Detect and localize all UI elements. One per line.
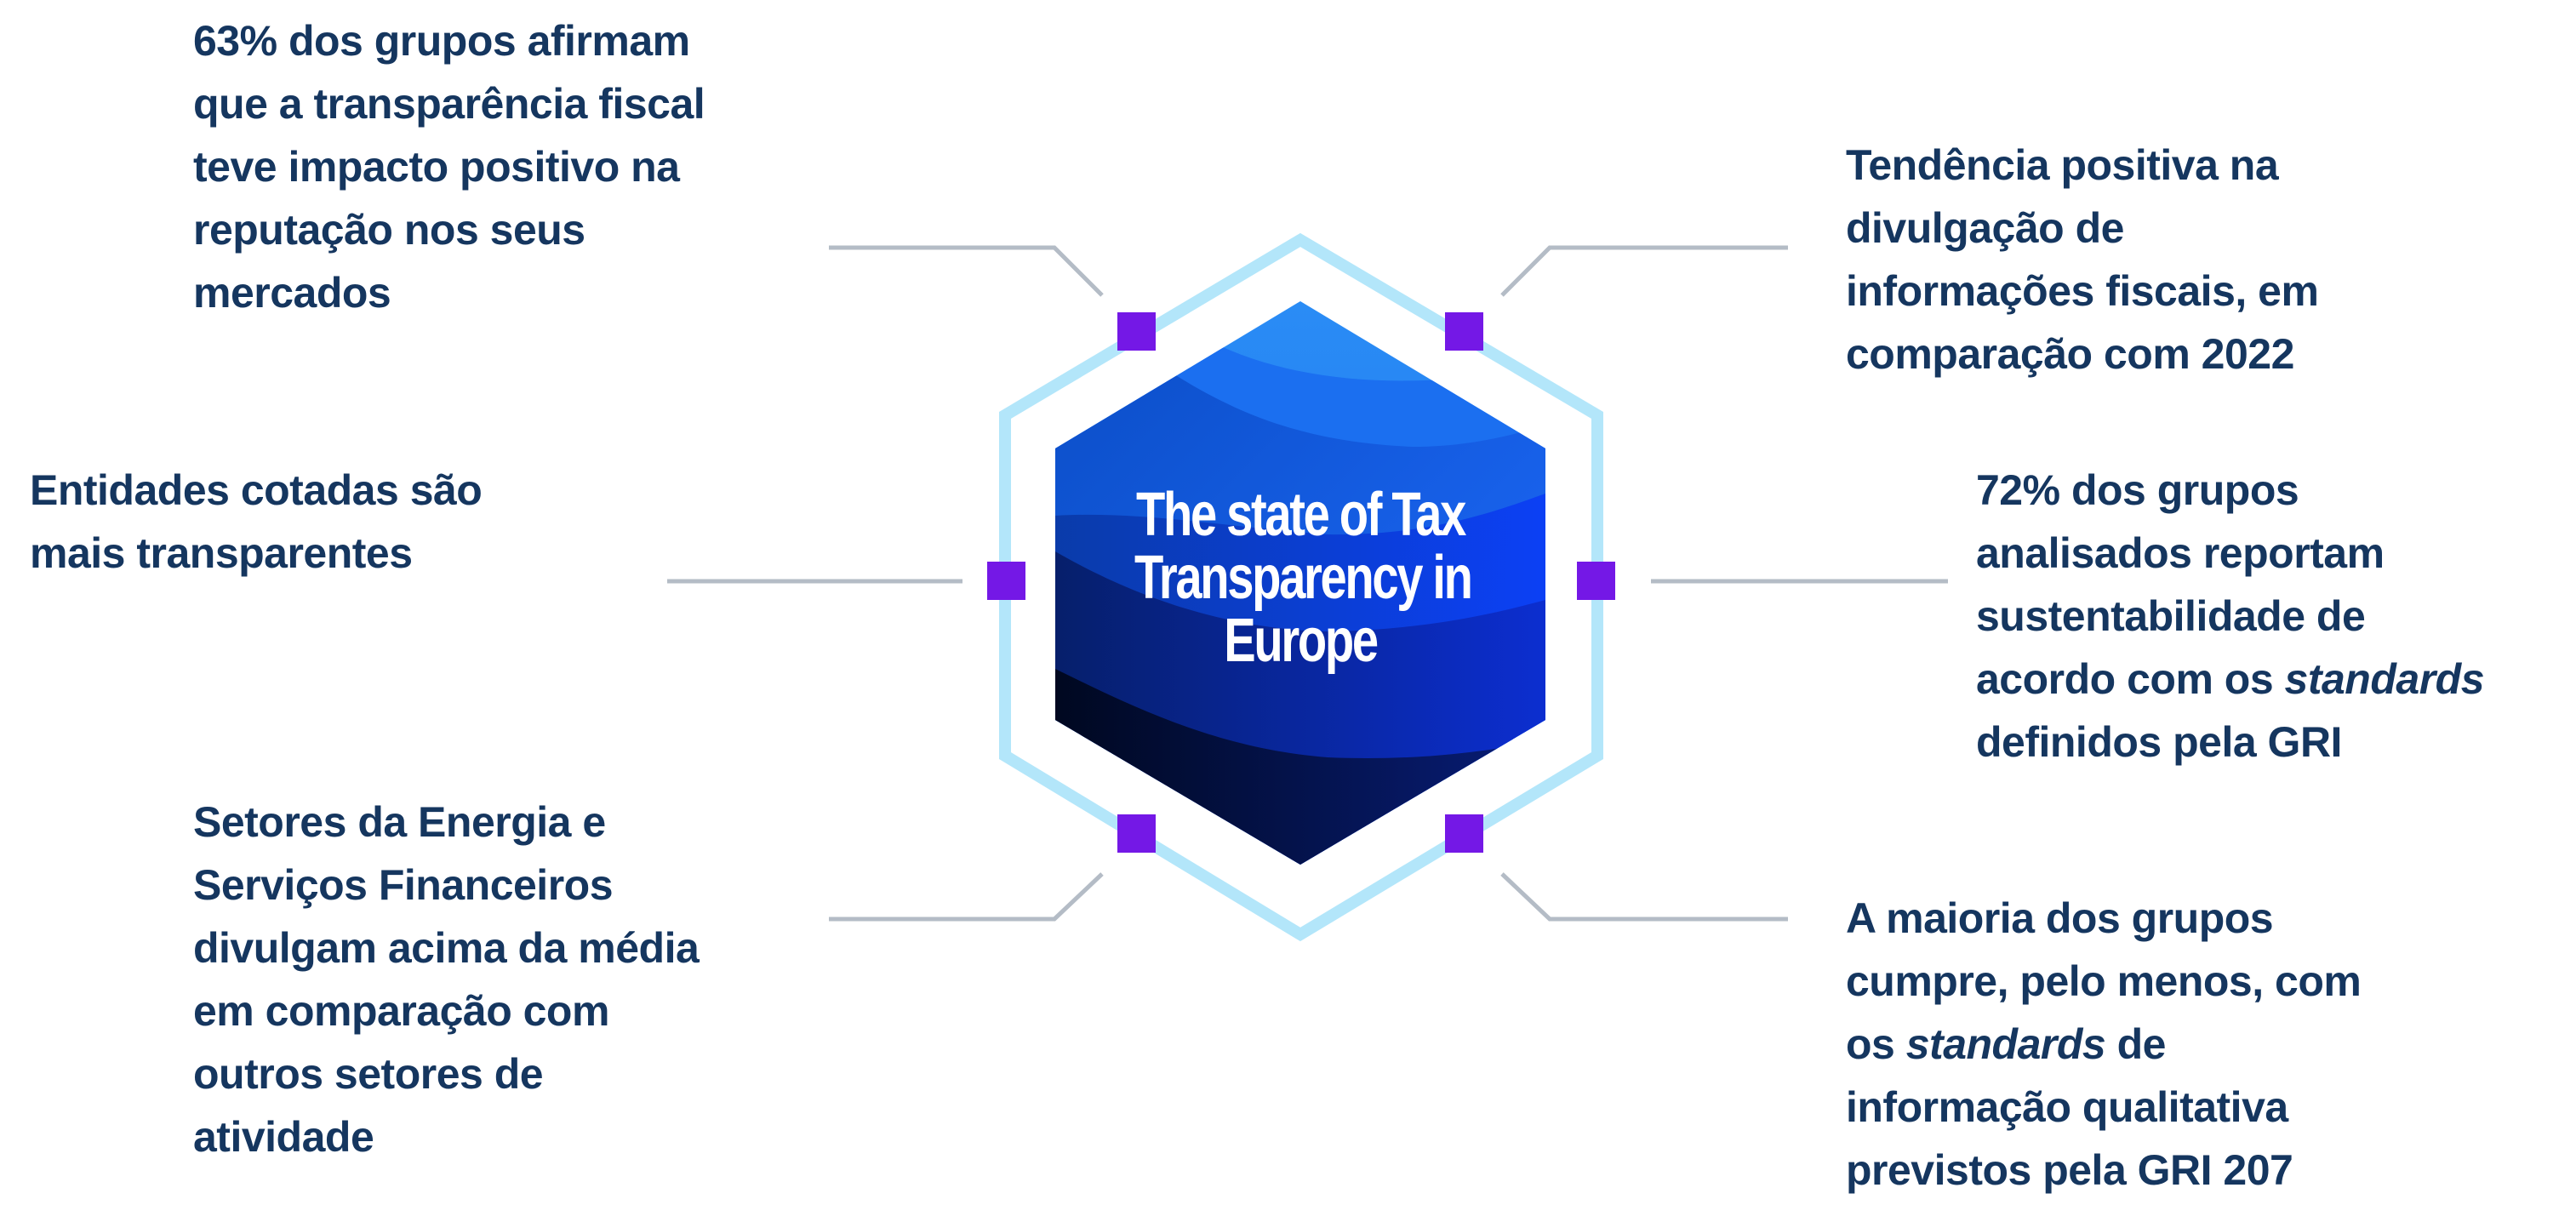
- connector-top-left: [829, 245, 1104, 297]
- callout-line: atividade: [193, 1113, 374, 1161]
- callout-text: de: [2105, 1020, 2167, 1068]
- callout-line: Entidades cotadas são: [30, 466, 483, 514]
- callout-emphasis: standards: [1905, 1020, 2106, 1068]
- callout-top-left: 63% dos grupos afirmam que a transparênc…: [193, 9, 705, 324]
- connector-top-right: [1500, 245, 1788, 297]
- callout-line: outros setores de: [193, 1050, 544, 1098]
- outer-hexagon-outline: [999, 232, 1603, 942]
- callout-line: sustentabilidade de: [1976, 592, 2366, 640]
- connector-bottom-left: [829, 872, 1104, 922]
- marker-top-left: [1117, 312, 1156, 351]
- markers: [987, 312, 1615, 853]
- callout-line: Setores da Energia e: [193, 798, 606, 846]
- callout-top-right: Tendência positiva na divulgação de info…: [1846, 134, 2319, 385]
- callout-line: 72% dos grupos: [1976, 466, 2299, 514]
- marker-middle-right: [1577, 562, 1615, 600]
- callout-line: comparação com 2022: [1846, 330, 2294, 378]
- callout-line: previstos pela GRI 207: [1846, 1146, 2293, 1194]
- callout-line: os standards de: [1846, 1013, 2361, 1076]
- callout-line: Tendência positiva na: [1846, 141, 2279, 189]
- callout-line: teve impacto positivo na: [193, 143, 680, 191]
- callout-line: informações fiscais, em: [1846, 267, 2319, 315]
- title-line: Transparency in: [1134, 544, 1473, 612]
- marker-bottom-left: [1117, 814, 1156, 853]
- callout-line: A maioria dos grupos: [1846, 894, 2274, 942]
- callout-line: mais transparentes: [30, 529, 413, 577]
- callout-line: acordo com os standards: [1976, 648, 2485, 711]
- callout-line: informação qualitativa: [1846, 1083, 2288, 1131]
- callout-line: cumpre, pelo menos, com: [1846, 957, 2362, 1005]
- connector-lines: [667, 245, 1948, 922]
- callout-bottom-left: Setores da Energia e Serviços Financeiro…: [193, 791, 700, 1168]
- callout-line: divulgação de: [1846, 204, 2124, 252]
- callout-bottom-right: A maioria dos grupos cumpre, pelo menos,…: [1846, 887, 2362, 1202]
- callout-line: reputação nos seus: [193, 206, 585, 254]
- title-line: The state of Tax: [1136, 481, 1466, 549]
- callout-line: que a transparência fiscal: [193, 80, 705, 128]
- title-line: Europe: [1224, 607, 1379, 675]
- marker-middle-left: [987, 562, 1025, 600]
- callout-middle-right: 72% dos grupos analisados reportam suste…: [1976, 459, 2485, 774]
- callout-emphasis: standards: [2284, 655, 2485, 703]
- callout-line: definidos pela GRI: [1976, 718, 2342, 766]
- marker-bottom-right: [1445, 814, 1483, 853]
- callout-line: mercados: [193, 269, 391, 317]
- callout-line: Serviços Financeiros: [193, 861, 614, 909]
- callout-text: os: [1846, 1020, 1906, 1068]
- callout-line: analisados reportam: [1976, 529, 2385, 577]
- center-title: The state of Tax Transparency in Europe: [1134, 481, 1473, 675]
- callout-text: acordo com os: [1976, 655, 2285, 703]
- callout-line: em comparação com: [193, 987, 609, 1035]
- connector-bottom-right: [1500, 872, 1788, 922]
- callout-line: divulgam acima da média: [193, 924, 700, 972]
- callout-line: 63% dos grupos afirmam: [193, 17, 690, 65]
- callout-middle-left: Entidades cotadas são mais transparentes: [30, 459, 483, 585]
- marker-top-right: [1445, 312, 1483, 351]
